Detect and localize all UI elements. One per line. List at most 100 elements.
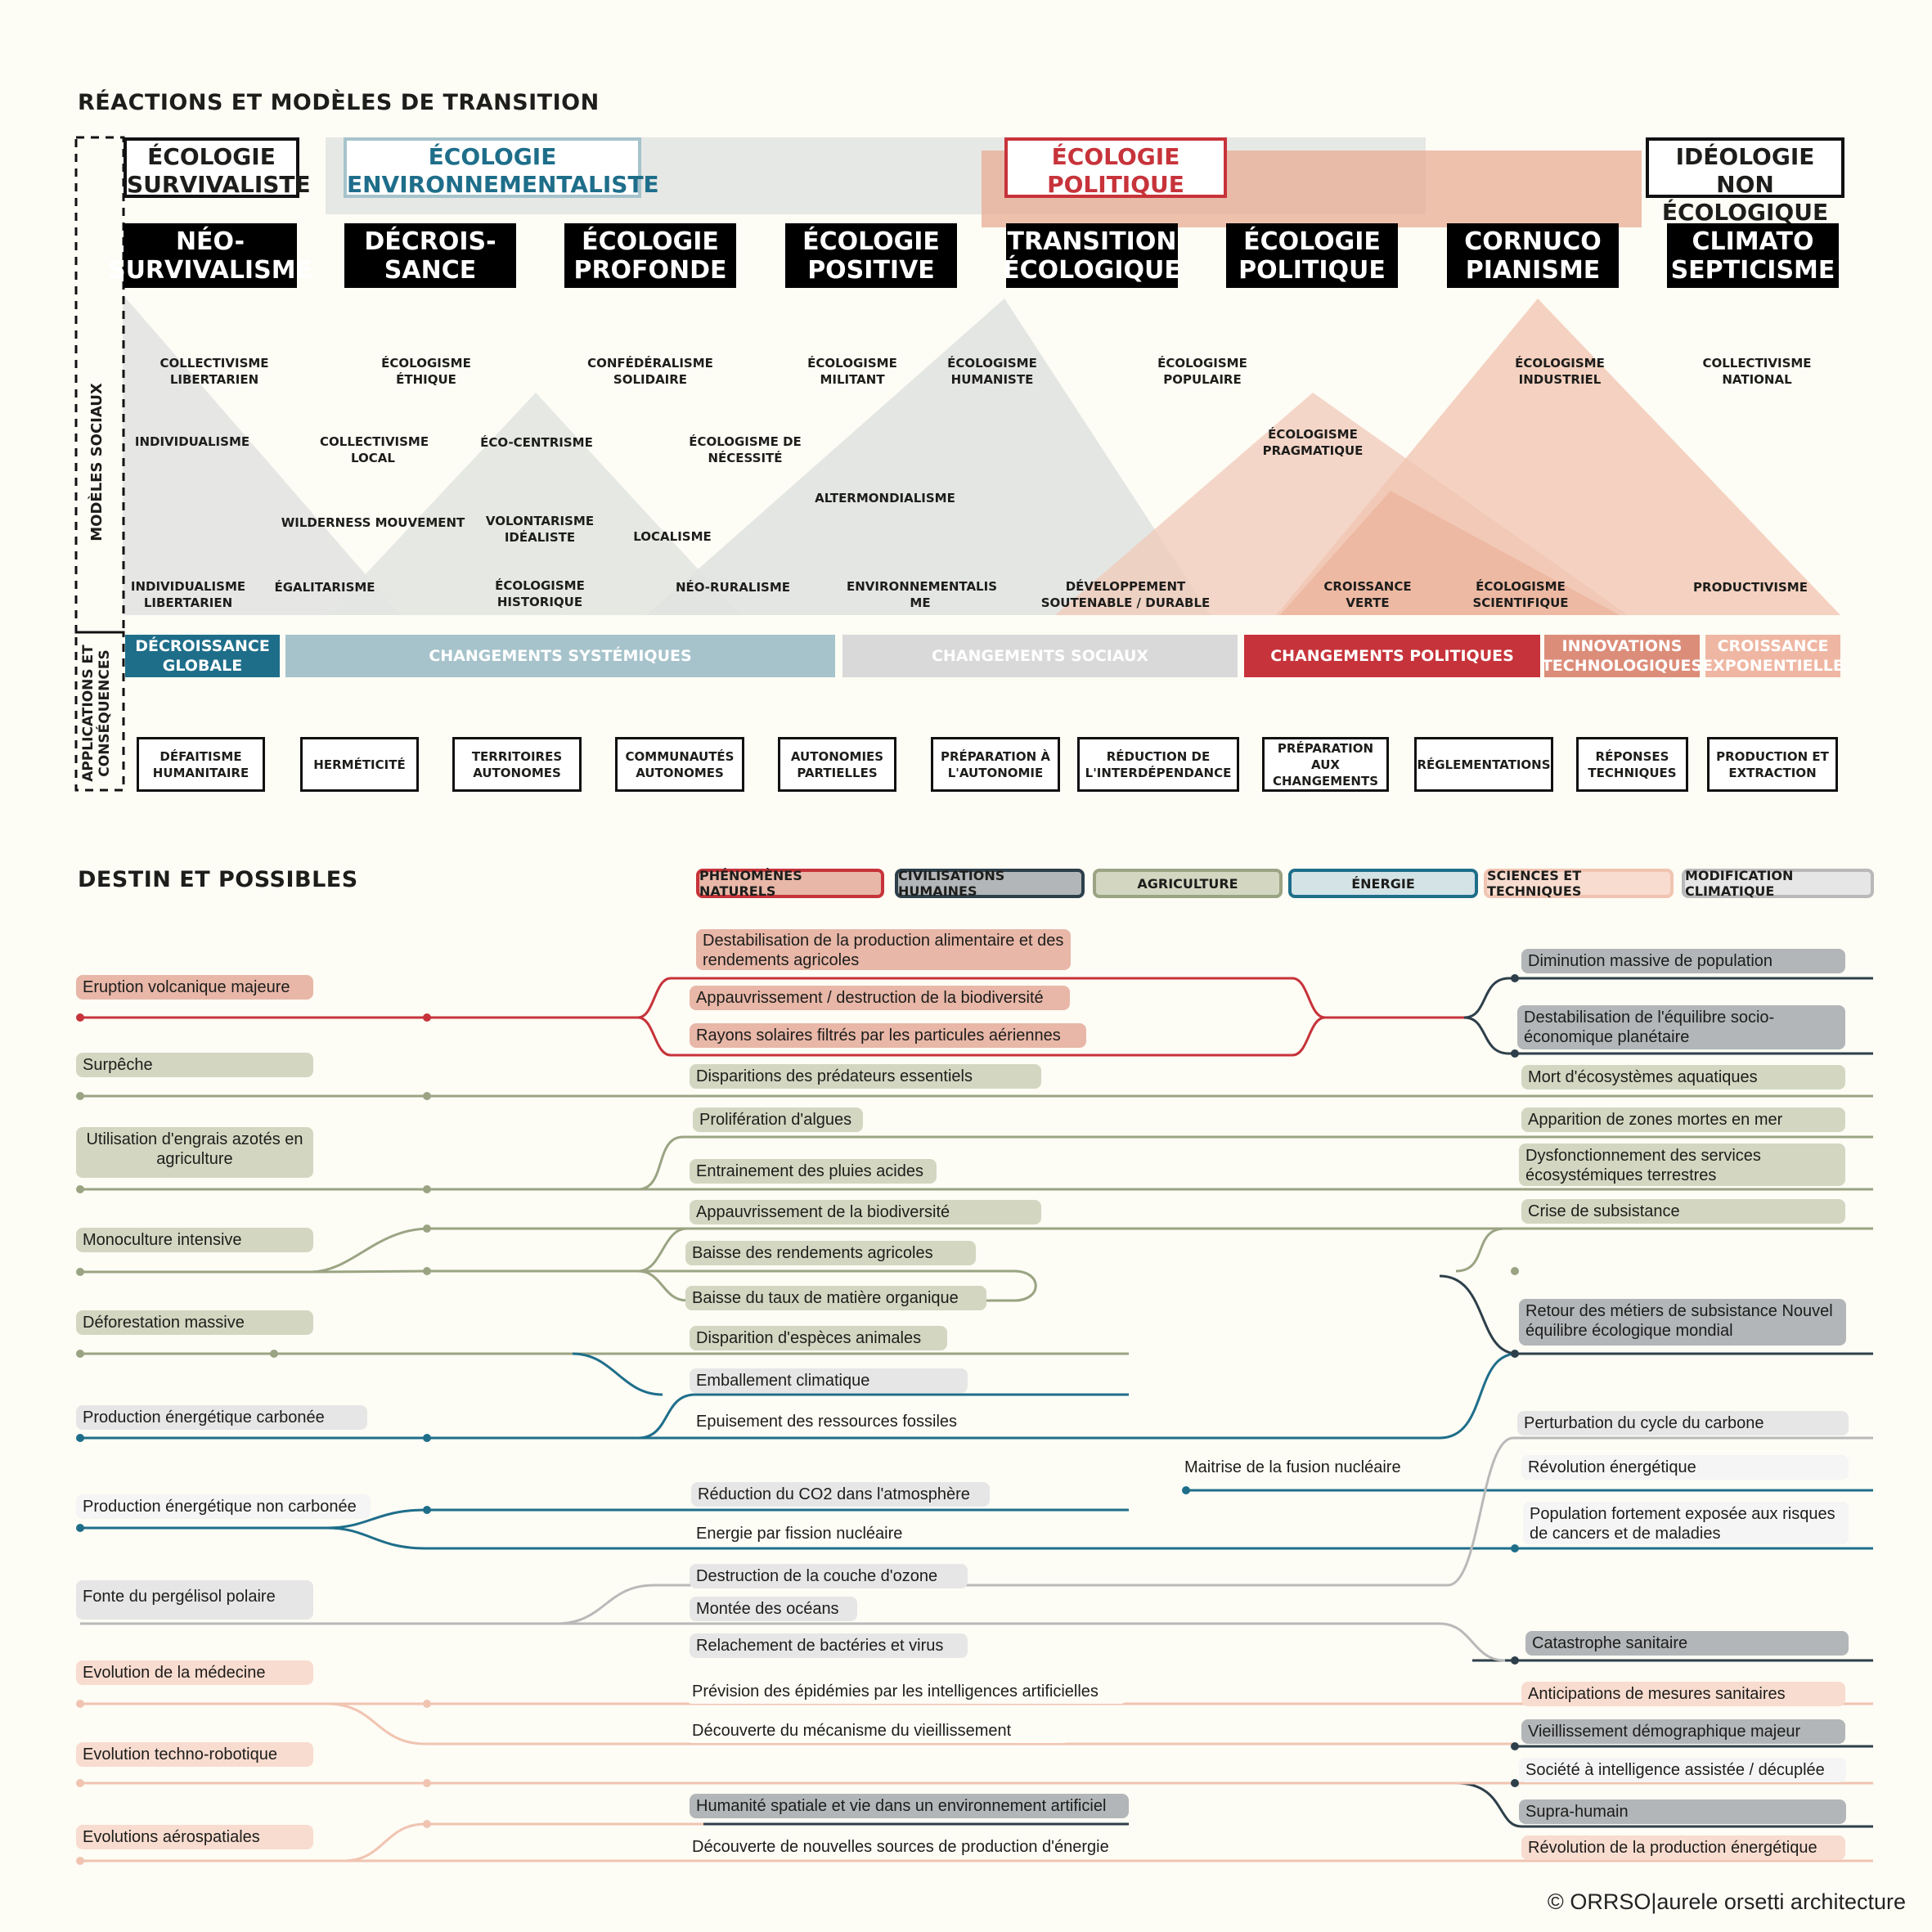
consequence-box: PRÉPARATION À L'AUTONOMIE [931,737,1060,792]
outcome-node: Perturbation du cycle du carbone [1517,1411,1849,1436]
cause-node: Monoculture intensive [76,1228,313,1252]
effect-node: Découverte du mécanisme du vieillissemen… [685,1719,1070,1743]
model-label: CROISSANCE VERTE [1323,579,1412,610]
model-label: INDIVIDUALISME [134,434,250,449]
effect-node: Emballement climatique [690,1368,968,1393]
model-label: INDIVIDUALISME LIBERTARIEN [130,579,246,610]
effect-node: Baisse des rendements agricoles [685,1241,976,1265]
cause-node: Evolution de la médecine [76,1660,313,1685]
model-label: NÉO-RURALISME [675,580,791,595]
band-innovations-technologiques: INNOVATIONS TECHNOLOGIQUES [1542,635,1702,677]
outcome-node: Catastrophe sanitaire [1525,1631,1849,1656]
cause-node: Production énergétique carbonée [76,1405,367,1430]
model-label: ÉCOLOGISME INDUSTRIEL [1515,356,1605,387]
effect-node: Disparition d'espèces animales [690,1326,947,1350]
cause-node: Déforestation massive [76,1310,313,1335]
cause-node: Evolution techno-robotique [76,1742,313,1767]
consequence-box: TERRITOIRES AUTONOMES [452,737,582,792]
cause-node: Evolutions aérospatiales [76,1825,313,1849]
legend-agriculture: AGRICULTURE [1093,869,1283,898]
consequence-box: RÉDUCTION DE L'INTERDÉPENDANCE [1077,737,1239,792]
cause-node: Production énergétique non carbonée [76,1494,371,1519]
outcome-node: Mort d'écosystèmes aquatiques [1521,1065,1845,1090]
family-neo-survivalisme: NÉO-SURVIVALISME [108,223,312,288]
effect-node: Relachement de bactéries et virus [690,1633,968,1658]
consequence-box: HERMÉTICITÉ [300,737,419,792]
outcome-node: Destabilisation de l'équilibre socio-éco… [1517,1005,1845,1049]
cause-node: Surpêche [76,1053,313,1077]
family-decroissance: DÉCROIS-SANCE [344,223,516,288]
outcome-node: Diminution massive de population [1521,949,1845,973]
effect-node: Humanité spatiale et vie dans un environ… [690,1794,1129,1818]
model-label: ÉCOLOGISME HUMANISTE [947,356,1037,387]
consequence-box: PRODUCTION ET EXTRACTION [1707,737,1838,792]
family-transition-ecologique: TRANSITION ÉCOLOGIQUE [1003,223,1181,288]
category-survivaliste: ÉCOLOGIE SURVIVALISTE [124,137,311,198]
outcome-node: Retour des métiers de subsistance Nouvel… [1519,1299,1846,1346]
model-label: ENVIRONNEMENTALIS ME [847,579,997,610]
effect-node: Rayons solaires filtrés par les particul… [690,1023,1086,1048]
outcome-node: Révolution énergétique [1521,1455,1849,1480]
family-cornucopianisme: CORNUCO PIANISME [1447,223,1619,288]
band-croissance-exponentielle: CROISSANCE EXPONENTIELLE [1702,635,1844,677]
model-label: ÉCOLOGISME MILITANT [807,356,897,387]
outcome-node-text: Dysfonctionnement des services écosystém… [1525,1147,1761,1184]
legend-natural: PHÉNOMÈNES NATURELS [696,868,884,899]
effect-node: Montée des océans [690,1597,857,1621]
effect-node-text: Destabilisation de la production aliment… [703,932,1064,969]
effect-node: Prolifération d'algues [693,1108,863,1132]
category-environnementaliste: ÉCOLOGIE ENVIRONNEMENTALISTE [344,137,659,198]
outcome-node-text: Destabilisation de l'équilibre socio-éco… [1524,1009,1775,1046]
consequence-box: RÉPONSES TECHNIQUES [1576,737,1688,792]
model-label: COLLECTIVISME NATIONAL [1702,356,1812,387]
outcome-node-text: Retour des métiers de subsistance Nouvel… [1525,1302,1833,1340]
consequence-box: DÉFAITISME HUMANITAIRE [137,737,265,792]
consequence-box: RÉGLEMENTATIONS [1414,737,1553,792]
outcome-node: Anticipations de mesures sanitaires [1521,1682,1845,1706]
outcome-node: Apparition de zones mortes en mer [1521,1108,1845,1132]
effect-node: Découverte de nouvelles sources de produ… [685,1835,1127,1859]
effect-node: Prévision des épidémies par les intellig… [685,1679,1127,1704]
models-background [74,136,1840,792]
effect-node: Epuisement des ressources fossiles [690,1409,968,1434]
model-label: ÉCOLOGISME DE NÉCESSITÉ [689,434,802,465]
consequence-box: PRÉPARATION AUX CHANGEMENTS [1262,737,1389,792]
consequence-box: AUTONOMIES PARTIELLES [778,737,896,792]
band-changements-sociaux: CHANGEMENTS SOCIAUX [842,635,1238,677]
legend-climat: MODIFICATION CLIMATIQUE [1682,868,1874,899]
outcome-node: Révolution de la production énergétique [1521,1835,1845,1860]
effect-node: Entrainement des pluies acides [690,1159,937,1184]
section1-title: RÉACTIONS ET MODÈLES DE TRANSITION [78,90,600,115]
family-ecologie-politique: ÉCOLOGIE POLITIQUE [1226,223,1398,288]
model-label: ALTERMONDIALISME [815,491,955,505]
model-label: ÉCOLOGISME HISTORIQUE [495,578,585,609]
model-label: VOLONTARISME IDÉALISTE [485,514,595,545]
model-label: ÉCOLOGISME ÉTHIQUE [381,356,471,387]
model-label: ÉCOLOGISME SCIENTIFIQUE [1472,579,1569,610]
outcome-node: Supra-humain [1519,1799,1846,1824]
legend-energie: ÉNERGIE [1288,869,1478,898]
band-changements-systemiques: CHANGEMENTS SYSTÉMIQUES [285,635,835,677]
family-ecologie-profonde: ÉCOLOGIE PROFONDE [564,223,736,288]
outcome-node-text: Population fortement exposée aux risques… [1530,1505,1835,1543]
effect-node: Appauvrissement de la biodiversité [690,1200,1041,1224]
effect-node: Disparitions des prédateurs essentiels [690,1064,1041,1089]
effect-node: Réduction du CO2 dans l'atmosphère [691,1482,990,1507]
copyright: © ORRSO|aurele orsetti architecture [1547,1889,1906,1914]
category-politique: ÉCOLOGIE POLITIQUE [1004,137,1227,198]
model-label: CONFÉDÉRALISME SOLIDAIRE [587,356,713,387]
consequence-box: COMMUNAUTÉS AUTONOMES [615,737,744,792]
outcome-node: Société à intelligence assistée / décupl… [1519,1758,1846,1782]
category-non-ecologique: IDÉOLOGIE NON ÉCOLOGIQUE [1646,137,1844,226]
model-label: LOCALISME [633,529,712,544]
effect-node: Destabilisation de la production aliment… [696,929,1071,970]
effect-node: Maitrise de la fusion nucléaire [1178,1455,1466,1480]
effect-node: Appauvrissement / destruction de la biod… [690,986,1070,1010]
outcome-node: Population fortement exposée aux risques… [1523,1502,1849,1544]
cause-node: Utilisation d'engrais azotés en agricult… [76,1127,313,1178]
model-label: ÉGALITARISME [274,580,375,595]
model-label: DÉVELOPPEMENT SOUTENABLE / DURABLE [1040,579,1211,610]
family-ecologie-positive: ÉCOLOGIE POSITIVE [785,223,957,288]
section2-title: DESTIN ET POSSIBLES [78,867,358,892]
